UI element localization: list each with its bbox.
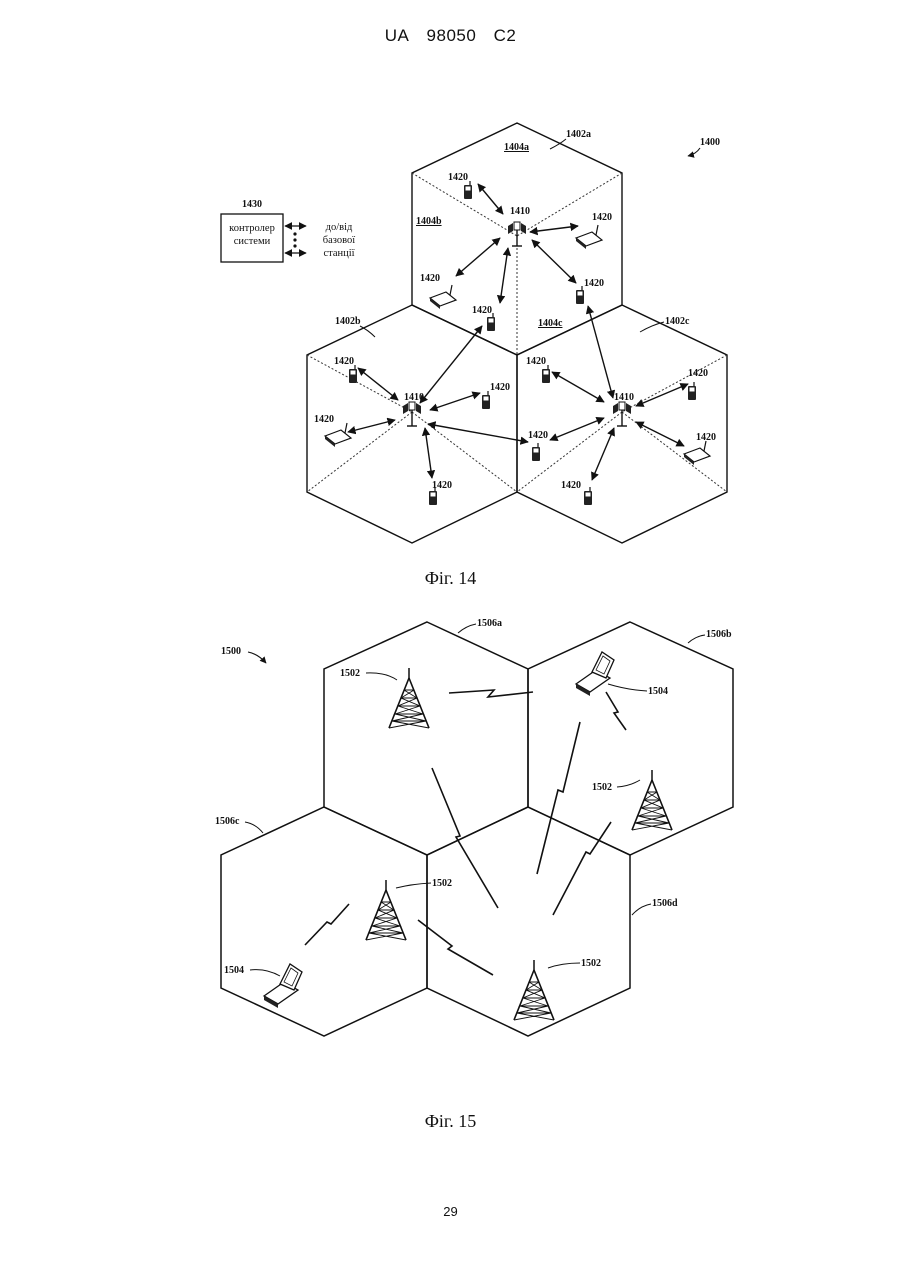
router-icon xyxy=(430,285,456,309)
terminal-label: 1420 xyxy=(584,278,604,289)
terminal-label: 1420 xyxy=(526,356,546,367)
phone-icon xyxy=(482,391,490,409)
terminal-label: 1420 xyxy=(420,273,440,284)
router-icon xyxy=(576,225,602,249)
system-label-1500: 1500 xyxy=(221,646,241,657)
terminal-label: 1420 xyxy=(314,414,334,425)
phone-icon xyxy=(349,365,357,383)
cell-label-1402a: 1402a xyxy=(566,129,591,140)
cell-1506b-hexagon xyxy=(528,622,733,855)
tower-icon xyxy=(389,668,429,728)
terminal-label: 1504 xyxy=(224,965,244,976)
terminal-label: 1420 xyxy=(334,356,354,367)
tower-icon xyxy=(366,880,406,940)
figure-15-caption: Фіг. 15 xyxy=(0,1111,901,1132)
base-station-label: 1410 xyxy=(510,206,530,217)
sector-label-1404c: 1404c xyxy=(538,318,563,329)
sector-label-1404b: 1404b xyxy=(416,216,442,227)
cell-label-1506b: 1506b xyxy=(706,629,732,640)
system-label-1400: 1400 xyxy=(700,137,720,148)
phone-icon xyxy=(576,286,584,304)
wireless-links xyxy=(305,690,626,975)
phone-icon xyxy=(542,365,550,383)
page-number: 29 xyxy=(0,1204,901,1219)
phone-icon xyxy=(464,181,472,199)
base-station-text-line2: базової xyxy=(323,235,355,246)
phone-icon xyxy=(688,382,696,400)
tower-icon xyxy=(514,960,554,1020)
terminal-label: 1420 xyxy=(448,172,468,183)
base-station-icon xyxy=(403,402,421,426)
cell-1506c-hexagon xyxy=(221,807,427,1036)
tower-label: 1502 xyxy=(340,668,360,679)
cell-label-1506c: 1506c xyxy=(215,816,240,827)
controller-label-1430: 1430 xyxy=(242,199,262,210)
base-station-icon xyxy=(613,402,631,426)
base-station-icon xyxy=(508,222,526,246)
flip-phone-icon xyxy=(264,964,302,1008)
cell-label-1402b: 1402b xyxy=(335,316,361,327)
tower-label: 1502 xyxy=(581,958,601,969)
base-station-label: 1410 xyxy=(404,392,424,403)
tower-icon xyxy=(632,770,672,830)
terminal-label: 1420 xyxy=(432,480,452,491)
tower-label: 1502 xyxy=(432,878,452,889)
links-cell-b xyxy=(348,326,528,478)
cell-1506a-hexagon xyxy=(324,622,528,855)
terminal-label: 1504 xyxy=(648,686,668,697)
flip-phone-icon xyxy=(576,652,614,696)
cell-1506d-hexagon xyxy=(427,807,630,1036)
base-station-text-line3: станції xyxy=(323,248,354,259)
ellipsis-dots xyxy=(293,232,296,247)
cell-label-1506d: 1506d xyxy=(652,898,678,909)
phone-icon xyxy=(584,487,592,505)
terminal-label: 1420 xyxy=(688,368,708,379)
figure-15: 1500 1506a 1506b 1506c 1506d 1502 1502 1… xyxy=(215,618,733,1036)
terminal-label: 1420 xyxy=(472,305,492,316)
base-station-label: 1410 xyxy=(614,392,634,403)
figure-14: 1402a 1402b 1402c 1404a 1404b 1404c 1400… xyxy=(221,123,727,543)
controller-text-line1: контролер xyxy=(229,223,275,234)
terminal-label: 1420 xyxy=(561,480,581,491)
phone-icon xyxy=(532,443,540,461)
router-icon xyxy=(325,423,351,447)
tower-label: 1502 xyxy=(592,782,612,793)
cell-label-1506a: 1506a xyxy=(477,618,502,629)
terminal-label: 1420 xyxy=(696,432,716,443)
terminal-label: 1420 xyxy=(528,430,548,441)
router-icon xyxy=(684,441,710,465)
sector-label-1404a: 1404a xyxy=(504,142,529,153)
controller-text-line2: системи xyxy=(234,236,271,247)
figure-14-caption: Фіг. 14 xyxy=(0,568,901,589)
cell-label-1402c: 1402c xyxy=(665,316,690,327)
base-station-text-line1: до/від xyxy=(326,222,353,233)
terminal-label: 1420 xyxy=(490,382,510,393)
terminal-label: 1420 xyxy=(592,212,612,223)
